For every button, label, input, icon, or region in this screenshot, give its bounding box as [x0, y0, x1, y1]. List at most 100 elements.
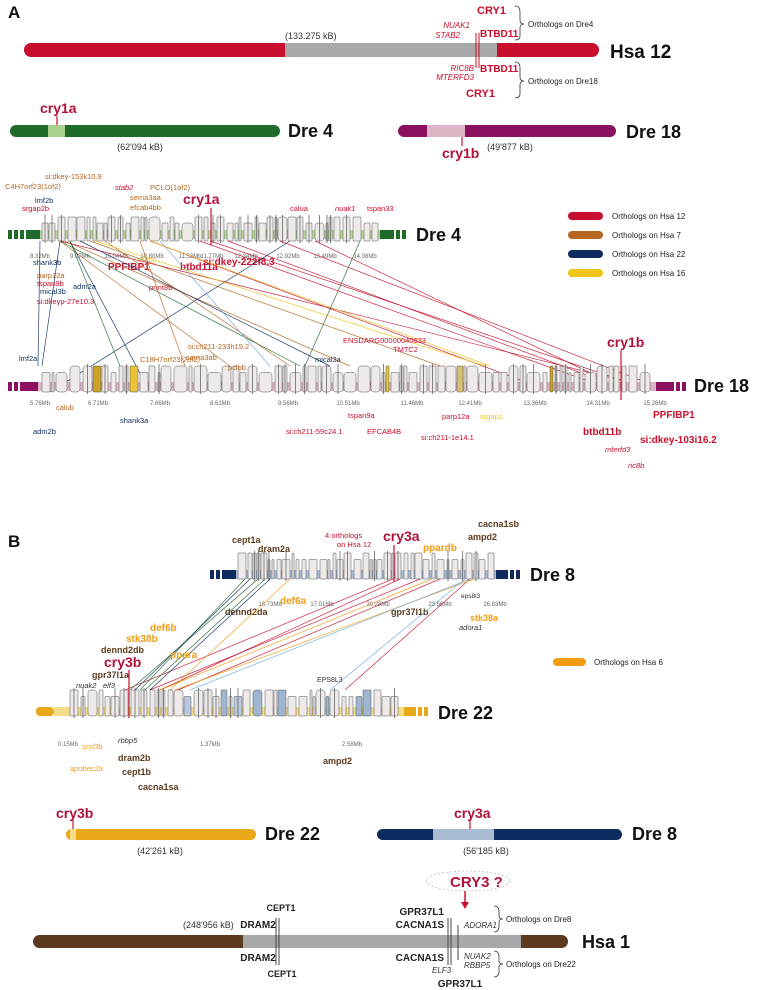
dre22-overview-name: Dre 22 [265, 824, 320, 844]
dre22-gene-block [252, 689, 263, 717]
dre18-gene-block [500, 372, 508, 393]
dre4-gene-block [238, 216, 242, 242]
dre8-gene-block [403, 552, 409, 580]
synteny-line [139, 240, 186, 367]
dre4-label-1: C4H7orf23(1of2) [5, 182, 61, 191]
synteny-line [69, 240, 121, 367]
synteny-line [199, 240, 586, 381]
dre4-b-label-8: btbd11a [180, 262, 218, 273]
dre4-b-label-1: parp12a [37, 271, 65, 280]
dre22-gene-block [183, 696, 192, 717]
dre4-b-label-5: tmtc2 [138, 255, 156, 264]
hsa1-bottom-dram2: DRAM2 [240, 953, 276, 964]
synteny-line [304, 240, 361, 367]
synteny-line [177, 578, 441, 691]
dre22-label-3: ppara [170, 650, 198, 661]
dre8-gene-block [319, 559, 328, 580]
dre4-gene-block [140, 216, 145, 242]
dre8-overview-gene: cry3a [454, 805, 491, 821]
synteny-line [37, 240, 41, 367]
hsa1-orthologs-dre22: Orthologs on Dre22 [506, 960, 576, 969]
dre22-detail-name: Dre 22 [438, 703, 493, 723]
dre8-label-5: ampd2 [468, 532, 497, 542]
dre4-gene-block [96, 222, 104, 242]
synteny-line [64, 240, 351, 367]
hsa12-chromosome [24, 33, 599, 68]
dre22-b-label-3: apobec2a [70, 764, 103, 773]
hsa1-top-dram2: DRAM2 [240, 920, 276, 931]
hsa1-bottom-rbbp5: RBBP5 [464, 961, 491, 970]
dre18-gene-block [221, 365, 232, 393]
dre18-overview-size: (49'877 kB) [487, 142, 533, 152]
dre18-gene-block [613, 365, 620, 393]
dre18-gene-block [148, 365, 156, 393]
hsa12-bottom-gene-mterfd3: MTERFD3 [436, 73, 474, 82]
dre22-gene-block [355, 696, 363, 717]
legend-swatch-hsa6 [553, 658, 586, 666]
dre4-b-label-7: prmt8b [149, 283, 172, 292]
dre4-label-3: srgap2b [22, 204, 49, 213]
dre18-label-5: mical3a [315, 355, 342, 364]
dre22-gene-block [149, 689, 156, 717]
dre18-gene-block [69, 365, 81, 393]
dre8-b-label-2: gpr37l1b [391, 607, 429, 617]
hsa12-bottom-gene-btbd11: BTBD11 [480, 64, 519, 75]
dre8-b-label-0: dennd2da [225, 607, 268, 617]
dre22-gene-block [264, 689, 274, 717]
synteny-lines-dre4-dre18 [37, 240, 641, 393]
dre4-overview-size: (62'094 kB) [117, 142, 163, 152]
synteny-line [149, 578, 271, 691]
dre4-label-6: efcab4bb [130, 203, 161, 212]
dre4-gene-block [258, 222, 267, 242]
dre18-tick-label: 11.46Mb [401, 401, 425, 407]
hsa1-top-cept1: CEPT1 [266, 903, 295, 913]
dre8-gene-block [410, 552, 415, 580]
synteny-line [159, 578, 433, 691]
hsa1-orthologs-dre8: Orthologs on Dre8 [506, 915, 572, 924]
dre22-label-0: def6b [150, 623, 177, 634]
dre4-gene-block [363, 222, 371, 242]
dre22-gene-block [312, 696, 316, 717]
dre18-gene-block [573, 372, 580, 393]
legend-label-hsa16: Orthologs on Hsa 16 [612, 269, 686, 278]
hsa1-bracket-dre8 [493, 905, 504, 933]
dre22-overview-gene: cry3b [56, 805, 93, 821]
dre8-gene-block [247, 552, 253, 580]
dre22-gene-block [309, 689, 313, 717]
dre18-gene-block [92, 365, 102, 393]
dre18-gene-block [110, 372, 117, 393]
synteny-line [209, 240, 622, 381]
dre18-tick-label: 13.36Mb [523, 401, 547, 407]
hsa1-bottom-cacna1s: CACNA1S [396, 953, 445, 964]
dre8-gene-block [436, 559, 445, 580]
dre4-overview-chromosome [10, 116, 280, 137]
dre22-gene-block [87, 689, 98, 717]
dre18-label-6: ENSDARG00000040633 [343, 336, 426, 345]
dre22-label-2: dennd2db [101, 645, 144, 655]
dre8-gene-block [332, 552, 337, 580]
dre8-gene-block [362, 552, 370, 580]
legend-label-hsa12: Orthologs on Hsa 12 [612, 212, 686, 221]
dre4-tick-label: 8.32Mb [30, 254, 51, 260]
dre8-b-label-3: eps8l3 [461, 593, 481, 600]
dre8-label-2: 4 orthologs [325, 531, 362, 540]
dre8-detail-track [210, 551, 520, 581]
dre8-b-label-5: adora1 [459, 623, 482, 632]
dre22-gene-block [341, 696, 347, 717]
dre18-tick-label: 5.76Mb [30, 401, 51, 407]
dre18-detail-highlight: cry1b [607, 334, 644, 350]
hsa1-query-gene: CRY3 ? [450, 874, 503, 891]
dre18-label-1: C18H7orf23(2of2) [140, 355, 201, 364]
cry3-query-halo [425, 870, 511, 892]
legend-label-hsa6: Orthologs on Hsa 6 [594, 658, 663, 667]
dre18-gene-block [408, 372, 418, 393]
dre22-b-label-6: ampd2 [323, 756, 352, 766]
dre22-overview-size: (42'261 kB) [137, 846, 183, 856]
dre18-b-label-2: shank3a [120, 416, 149, 425]
dre4-gene-block [161, 222, 169, 242]
dre8-gene-block [414, 552, 423, 580]
dre18-gene-block [51, 372, 55, 393]
dre18-gene-block [118, 365, 124, 393]
synteny-line [134, 578, 251, 691]
dre8-gene-block [478, 559, 486, 580]
